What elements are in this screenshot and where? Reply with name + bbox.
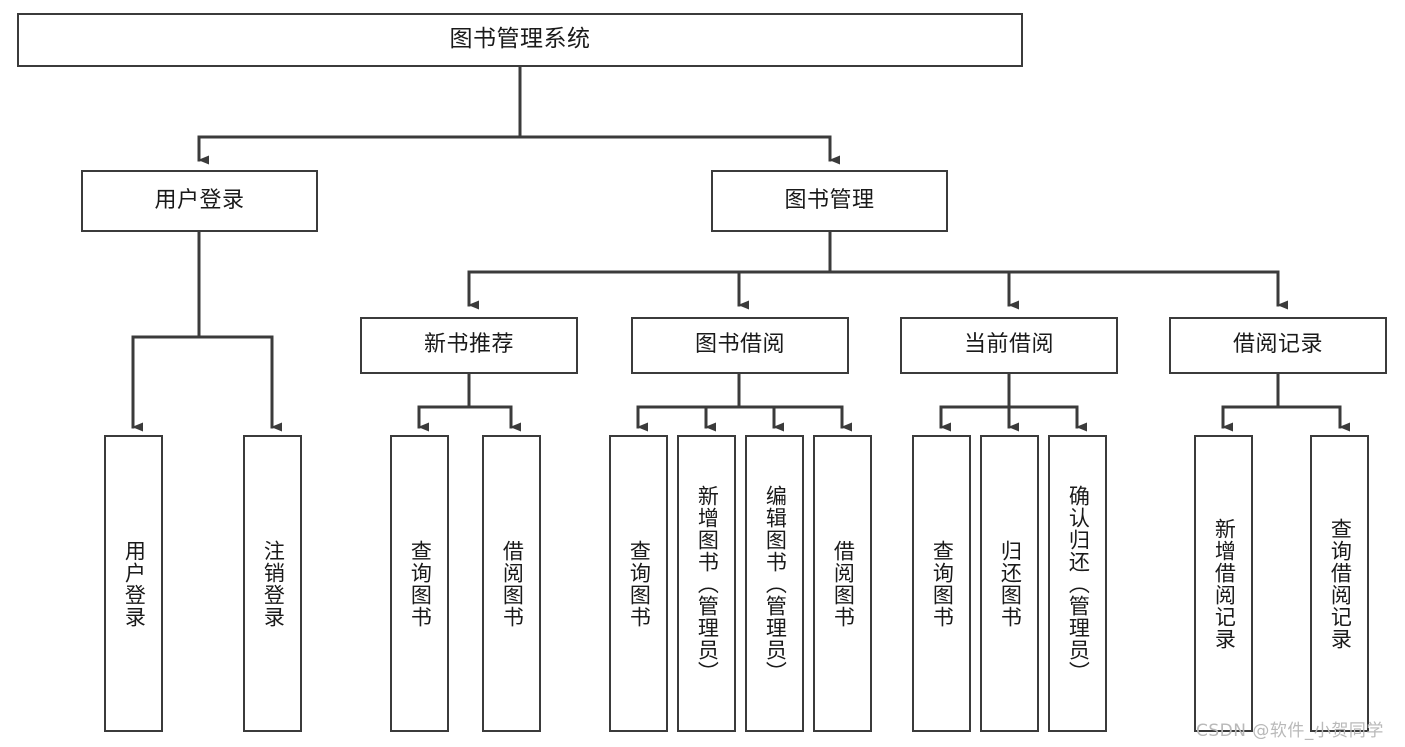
node-leaf-query-record[interactable]: 查询借阅记录: [1310, 435, 1369, 732]
node-leaf-borrow-book-2-label: 借阅图书: [831, 539, 856, 628]
node-leaf-user-login[interactable]: 用户登录: [104, 435, 163, 732]
node-leaf-add-book-label: 新增图书（管理员）: [695, 484, 720, 683]
node-new-book-recommend-label: 新书推荐: [423, 332, 514, 358]
node-leaf-confirm-return[interactable]: 确认归还（管理员）: [1048, 435, 1107, 732]
node-leaf-borrow-book-2[interactable]: 借阅图书: [813, 435, 872, 732]
node-leaf-borrow-book-1-label: 借阅图书: [500, 539, 525, 628]
node-borrow-record-label: 借阅记录: [1232, 332, 1323, 358]
node-leaf-add-book[interactable]: 新增图书（管理员）: [677, 435, 736, 732]
node-book-management-label: 图书管理: [784, 187, 875, 213]
node-leaf-query-record-label: 查询借阅记录: [1328, 517, 1353, 650]
node-root[interactable]: 图书管理系统: [17, 13, 1023, 67]
node-leaf-borrow-book-1[interactable]: 借阅图书: [482, 435, 541, 732]
node-leaf-query-book-1[interactable]: 查询图书: [390, 435, 449, 732]
node-leaf-logout-login[interactable]: 注销登录: [243, 435, 302, 732]
node-leaf-add-record-label: 新增借阅记录: [1212, 517, 1237, 650]
node-user-login-label: 用户登录: [154, 187, 245, 213]
node-leaf-query-book-2-label: 查询图书: [627, 539, 652, 628]
node-leaf-query-book-3-label: 查询图书: [930, 539, 955, 628]
node-book-borrow[interactable]: 图书借阅: [631, 317, 849, 374]
node-leaf-query-book-1-label: 查询图书: [408, 539, 433, 628]
node-current-borrow[interactable]: 当前借阅: [900, 317, 1118, 374]
node-leaf-edit-book[interactable]: 编辑图书（管理员）: [745, 435, 804, 732]
node-root-label: 图书管理系统: [449, 26, 591, 53]
node-leaf-logout-login-label: 注销登录: [261, 539, 286, 628]
node-leaf-query-book-3[interactable]: 查询图书: [912, 435, 971, 732]
watermark: CSDN @软件_小贺同学: [1196, 721, 1384, 741]
node-leaf-confirm-return-label: 确认归还（管理员）: [1066, 484, 1091, 683]
node-book-management[interactable]: 图书管理: [711, 170, 948, 232]
node-borrow-record[interactable]: 借阅记录: [1169, 317, 1387, 374]
node-leaf-return-book[interactable]: 归还图书: [980, 435, 1039, 732]
node-new-book-recommend[interactable]: 新书推荐: [360, 317, 578, 374]
node-leaf-user-login-label: 用户登录: [122, 539, 147, 628]
node-leaf-add-record[interactable]: 新增借阅记录: [1194, 435, 1253, 732]
node-leaf-query-book-2[interactable]: 查询图书: [609, 435, 668, 732]
node-leaf-edit-book-label: 编辑图书（管理员）: [763, 484, 788, 683]
node-book-borrow-label: 图书借阅: [694, 332, 785, 358]
node-user-login[interactable]: 用户登录: [81, 170, 318, 232]
node-leaf-return-book-label: 归还图书: [998, 539, 1023, 628]
node-current-borrow-label: 当前借阅: [963, 332, 1054, 358]
